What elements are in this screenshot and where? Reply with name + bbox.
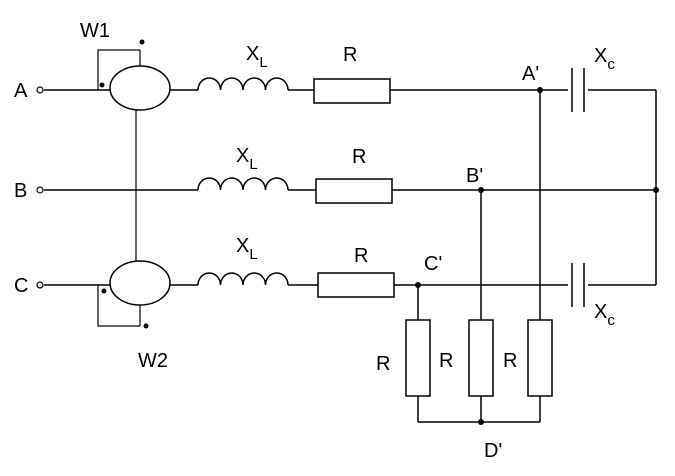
wattmeter-w2-coil (109, 260, 171, 306)
wattmeter-w1-polarity-dot-current (99, 82, 105, 88)
wattmeter-w2: W2 (97, 260, 171, 372)
load-resistor-a-label: R (503, 350, 517, 372)
node-d-prime-label: D' (484, 440, 502, 462)
node-b-prime-label: B' (466, 165, 483, 187)
node-b-prime-dot (478, 187, 484, 193)
terminal-c-marker (36, 281, 44, 289)
wattmeter-w2-polarity-dot-voltage (143, 323, 149, 329)
capacitor-a-label: Xc (594, 45, 615, 73)
wattmeter-w2-polarity-dot-current (101, 288, 107, 294)
node-a-prime-dot (537, 87, 543, 93)
node-a-prime-label: A' (522, 63, 539, 85)
wattmeter-w2-label: W2 (138, 350, 168, 372)
inductor-a: XL (197, 43, 289, 91)
resistor-a-label: R (343, 44, 357, 66)
terminal-a-label: A (14, 80, 28, 102)
resistor-b-label: R (352, 146, 366, 168)
terminal-c-label: C (14, 275, 28, 297)
junction-dot-b-right (653, 187, 659, 193)
load-resistor-a (527, 319, 553, 397)
terminal-b-marker (36, 186, 44, 194)
inductor-c: XL (197, 235, 289, 286)
wattmeter-w1: W1 (80, 20, 171, 111)
capacitor-c-label: Xc (594, 301, 615, 329)
node-c-prime-label: C' (424, 253, 442, 275)
node-c-prime-dot (415, 282, 421, 288)
inductor-b-label: XL (236, 145, 258, 173)
terminal-a-marker (36, 86, 44, 94)
wattmeter-w1-coil (109, 65, 171, 111)
load-resistor-b (468, 319, 494, 397)
terminal-b-label: B (14, 180, 27, 202)
wattmeter-w1-label: W1 (80, 20, 110, 42)
node-d-prime-dot (478, 419, 484, 425)
load-resistor-c (405, 319, 431, 397)
resistor-b: R (315, 146, 393, 204)
load-resistor-c-label: R (376, 353, 390, 375)
wattmeter-w1-polarity-dot-voltage (139, 39, 145, 45)
capacitor-c: Xc (571, 263, 615, 329)
inductor-b: XL (197, 145, 289, 191)
inductor-a-label: XL (246, 43, 268, 71)
load-resistor-b-label: R (439, 350, 453, 372)
resistor-c-label: R (354, 245, 368, 267)
inductor-c-label: XL (236, 235, 258, 263)
resistor-a: R (313, 44, 391, 104)
resistor-c: R (317, 245, 395, 298)
star-load: R R R (376, 90, 553, 423)
capacitor-a: Xc (571, 45, 615, 112)
